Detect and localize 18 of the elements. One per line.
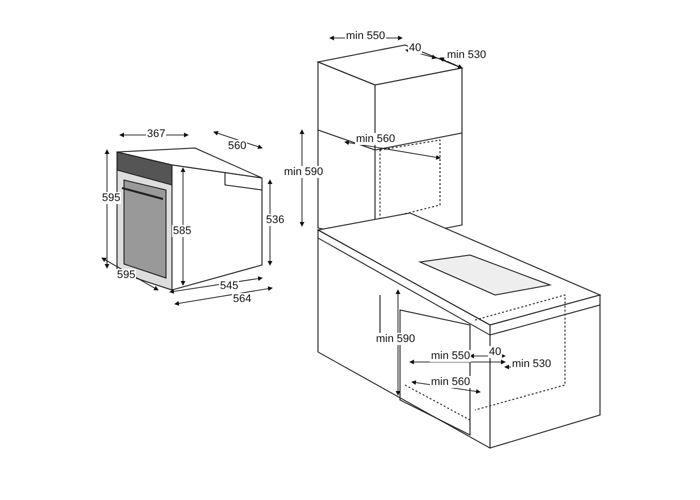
dimension-label: min 550 [430, 350, 472, 362]
dimension-label: 545 [219, 280, 240, 292]
dimension-label: min 590 [283, 166, 324, 178]
dimension-label: 40 [488, 346, 502, 358]
dimension-label: 40 [408, 42, 422, 54]
dimension-label: 367 [146, 128, 166, 140]
dimension-label: 595 [116, 269, 136, 281]
dimension-label: min 560 [430, 376, 472, 388]
dimension-label: min 530 [511, 358, 552, 370]
dimension-label: 536 [265, 214, 286, 226]
dimension-label: min 590 [375, 333, 416, 345]
dimension-label: 585 [172, 225, 192, 237]
dimension-label: 564 [232, 293, 252, 305]
dimension-label: min 550 [345, 30, 386, 42]
dimension-label: min 530 [446, 49, 488, 61]
dimension-label: min 560 [355, 133, 396, 145]
dimension-label: 595 [101, 192, 122, 204]
dimension-label: 560 [227, 140, 248, 152]
